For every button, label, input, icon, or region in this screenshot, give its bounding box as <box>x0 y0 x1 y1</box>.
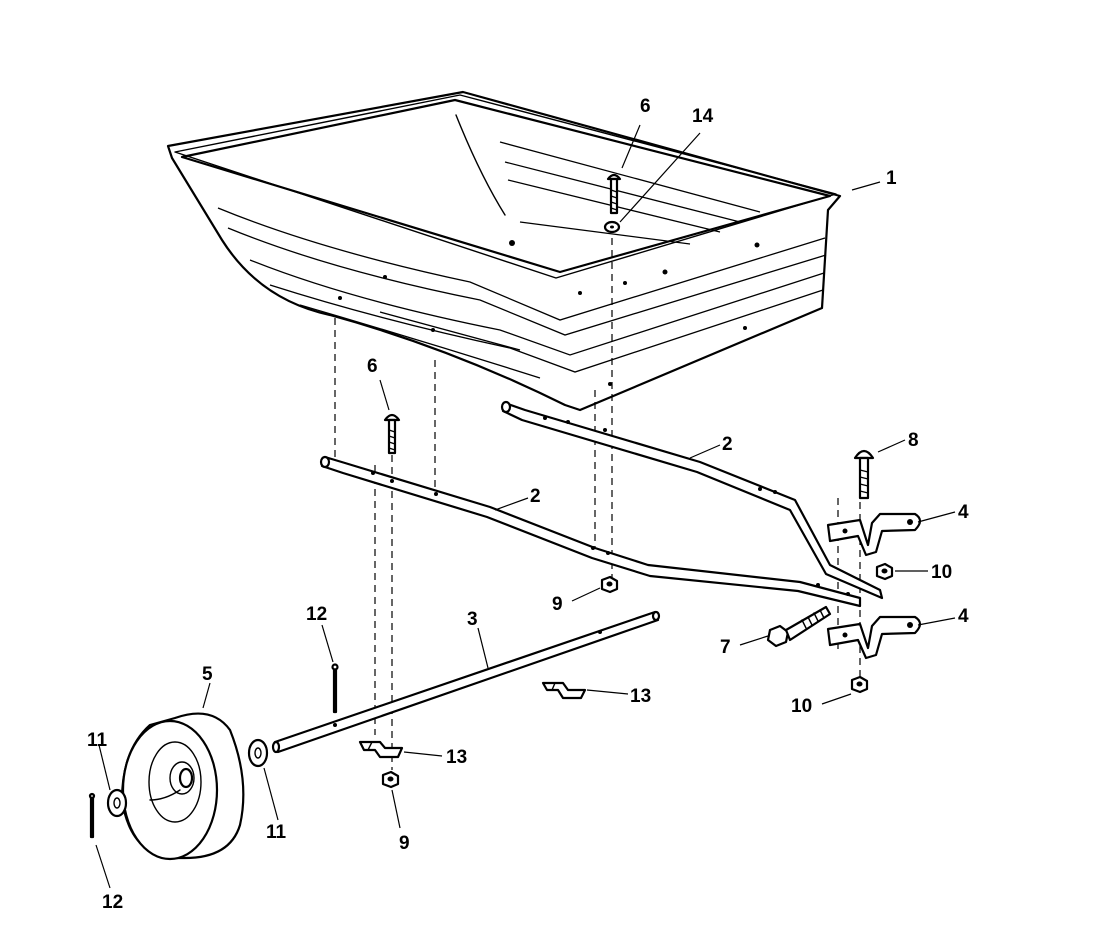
callout-part-12-lower: 12 <box>102 892 123 913</box>
bed-washer <box>603 220 621 234</box>
callout-part-4-lower: 4 <box>958 606 969 627</box>
cotter-pin-upper <box>331 663 339 714</box>
hitch-bracket-lower <box>826 615 922 660</box>
callout-part-10-upper: 10 <box>931 562 952 583</box>
axle-clip-rear <box>541 681 587 700</box>
nut-hitch-upper <box>875 562 894 581</box>
bolt-bed <box>606 173 622 215</box>
callout-part-8: 8 <box>908 430 919 451</box>
callout-part-12-upper: 12 <box>306 604 327 625</box>
wheel <box>120 712 245 861</box>
callout-part-3: 3 <box>467 609 478 630</box>
callout-part-7: 7 <box>720 637 731 658</box>
callout-part-11-outer: 11 <box>87 730 108 751</box>
axle-clip-front <box>358 740 404 759</box>
nut-clip <box>381 770 400 789</box>
hex-bolt <box>766 605 832 648</box>
callout-part-2-rear-rail: 2 <box>722 434 733 455</box>
callout-part-2-front-rail: 2 <box>530 486 541 507</box>
callout-part-5: 5 <box>202 664 213 685</box>
cart-bed <box>166 90 842 412</box>
cotter-pin-lower <box>88 792 96 839</box>
bolt-frame <box>383 413 401 455</box>
callout-part-14: 14 <box>692 106 714 127</box>
washer-inner <box>247 738 269 768</box>
callout-part-6-bed: 6 <box>640 96 651 117</box>
hitch-bolt <box>853 449 875 500</box>
nut-frame <box>600 575 619 594</box>
callout-part-13-front: 13 <box>446 747 467 768</box>
callout-part-10-lower: 10 <box>791 696 812 717</box>
callout-part-11-inner: 11 <box>266 822 287 843</box>
callout-part-6-frame: 6 <box>367 356 378 377</box>
callout-part-9-clip: 9 <box>399 833 410 854</box>
frame-rail-rear <box>500 400 884 600</box>
hitch-bracket-upper <box>826 512 922 557</box>
washer-outer <box>106 788 128 818</box>
callout-part-9-frame: 9 <box>552 594 563 615</box>
callout-part-13-rear: 13 <box>630 686 651 707</box>
axle <box>271 610 661 754</box>
callout-labels: 1 2 2 3 4 4 5 6 6 7 8 9 9 10 10 11 11 12… <box>87 96 969 913</box>
nut-hitch-lower <box>850 675 869 694</box>
frame-rail-front <box>319 455 862 608</box>
leader-lines <box>95 124 956 889</box>
callout-part-1: 1 <box>886 168 897 189</box>
callout-part-4-upper: 4 <box>958 502 969 523</box>
